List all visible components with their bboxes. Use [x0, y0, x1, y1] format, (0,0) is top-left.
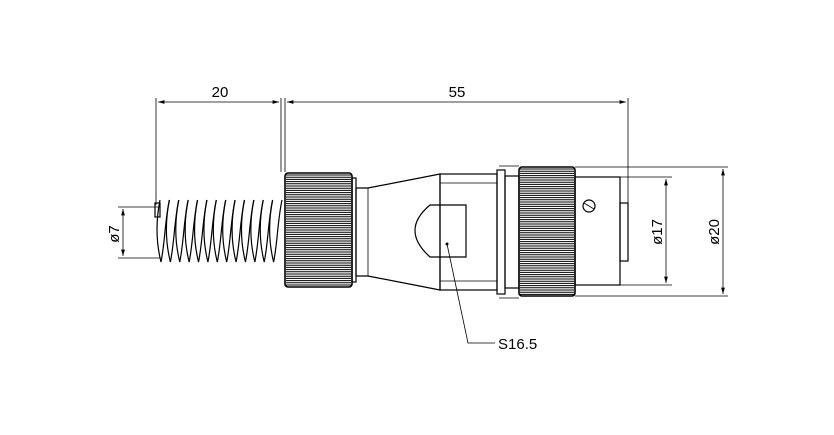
locking-screw	[582, 199, 596, 213]
outer-diameter-label: ø20	[706, 219, 723, 245]
right-knurled-nut	[518, 166, 576, 297]
dimension-overall-length: 55	[284, 84, 629, 260]
cable-spring-coil	[154, 199, 283, 263]
inner-diameter-label: ø17	[649, 219, 666, 245]
wrench-size-label: S16.5	[498, 336, 537, 353]
coil-end	[154, 202, 161, 218]
dimension-cable-length: 20	[155, 84, 282, 205]
coil-turn	[269, 199, 283, 263]
cable-length-label: 20	[212, 84, 229, 101]
left-knurled-nut	[284, 172, 357, 288]
wrench-size-leader: S16.5	[445, 242, 537, 353]
right-knurl-pattern	[520, 168, 574, 295]
cable-diameter-label: ø7	[106, 225, 123, 243]
dimension-cable-diameter: ø7	[106, 206, 160, 259]
connector-body	[355, 165, 520, 299]
dimension-outer-diameter: ø20	[575, 166, 728, 297]
overall-length-label: 55	[449, 84, 466, 101]
dimension-inner-diameter: ø17	[620, 176, 672, 286]
left-knurl-pattern	[286, 174, 351, 286]
front-sleeve	[574, 176, 629, 286]
